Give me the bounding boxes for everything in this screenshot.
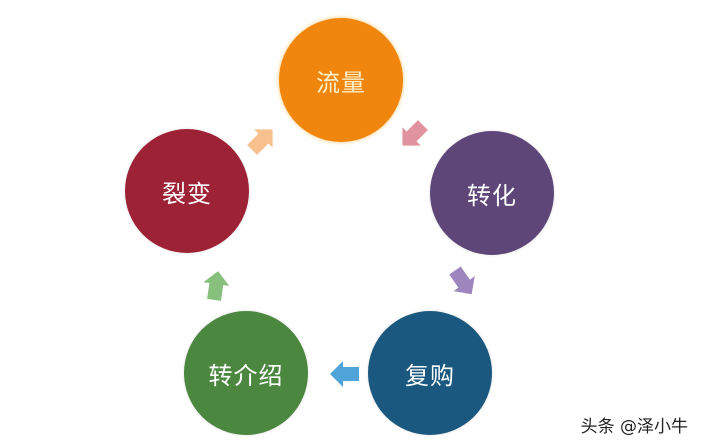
node-traffic-label: 流量 (316, 68, 366, 97)
arrow-repurchase-to-referral-icon (330, 361, 359, 387)
node-traffic: 流量 (279, 18, 403, 142)
arrow-fission-to-traffic-icon (247, 129, 273, 155)
node-referral: 转介绍 (184, 311, 308, 435)
node-conversion-label: 转化 (467, 181, 517, 210)
arrow-referral-to-fission-icon (203, 271, 230, 301)
node-repurchase: 复购 (368, 311, 492, 435)
arrow-conversion-to-repurchase-icon (449, 266, 475, 295)
node-repurchase-label: 复购 (405, 361, 455, 390)
arrow-traffic-to-conversion-icon (402, 120, 428, 146)
node-fission-label: 裂变 (162, 179, 212, 208)
watermark: 头条 @泽小牛 (580, 417, 688, 437)
node-conversion: 转化 (430, 131, 554, 255)
node-referral-label: 转介绍 (208, 361, 284, 390)
node-fission: 裂变 (125, 129, 249, 253)
